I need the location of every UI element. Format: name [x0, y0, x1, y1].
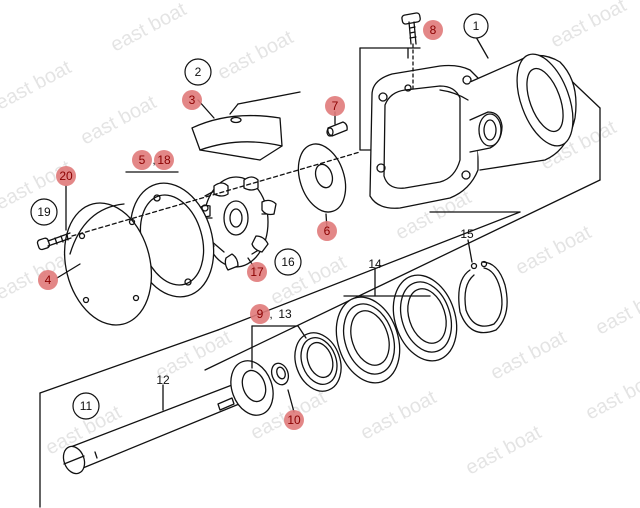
callout-label: 10 [287, 413, 301, 427]
callout-17: 17 [247, 262, 267, 282]
highlight-dot [182, 90, 202, 110]
washer-6 [297, 143, 347, 213]
callout-11: 11 [72, 392, 100, 420]
highlight-dot [284, 410, 304, 430]
impeller-17 [197, 176, 277, 271]
watermark-text: east boat [214, 26, 297, 84]
callout-1: 1 [463, 13, 489, 39]
watermark-text: east boat [77, 91, 160, 149]
callout-label: 18 [157, 153, 171, 167]
callout-label: 3 [189, 93, 196, 107]
callout-15-label: 15 [460, 227, 474, 241]
bearing-10 [230, 360, 290, 416]
callout-label: 20 [59, 169, 73, 183]
cover-plate-4 [63, 202, 153, 326]
callout-16: 16 [274, 248, 302, 276]
highlight-dot [38, 270, 58, 290]
callout-12-label: 12 [156, 373, 170, 387]
screw-8 [401, 12, 421, 91]
watermark-text: east boat [107, 0, 190, 56]
callout-label: 11 [80, 399, 93, 413]
highlight-dot [247, 262, 267, 282]
callout-label: 7 [332, 99, 339, 113]
callout-label: 4 [45, 273, 52, 287]
leader-lines [56, 36, 489, 413]
callout-label: 2 [195, 65, 202, 79]
callout-2: 2 [184, 58, 212, 86]
callout-5: 5 [132, 150, 152, 170]
callout-8: 8 [423, 20, 443, 40]
callout-circle [274, 248, 302, 276]
callout-label: 17 [250, 265, 264, 279]
callout-label: 19 [37, 205, 51, 219]
axis-line [71, 151, 361, 237]
callout-18: 18 [154, 150, 174, 170]
callout-13-label: 13 [278, 307, 292, 321]
callout-label: 1 [473, 19, 480, 33]
callout-20: 20 [56, 166, 76, 186]
callout-6: 6 [317, 221, 337, 241]
callout-label: 8 [430, 23, 437, 37]
seal-9-13 [294, 332, 342, 392]
cam-3 [191, 114, 283, 161]
watermark-text: east boat [487, 326, 570, 384]
watermark-text: east boat [512, 221, 595, 279]
callout-10: 10 [284, 410, 304, 430]
retaining-ring-15 [458, 260, 508, 334]
screw-20 [36, 232, 72, 251]
highlight-dot [317, 221, 337, 241]
watermark-text: east boat [462, 421, 545, 479]
callout-label: 6 [324, 224, 331, 238]
callout-14-label: 14 [368, 257, 382, 271]
callout-3: 3 [182, 90, 202, 110]
callout-circle [463, 13, 489, 39]
pin-7 [326, 121, 348, 137]
callout-19: 19 [30, 198, 58, 226]
callout-circle [184, 58, 212, 86]
callout-7: 7 [325, 96, 345, 116]
highlight-dot [154, 150, 174, 170]
bearings-14 [335, 274, 458, 384]
callout-label: 9 [257, 307, 264, 321]
watermark-text: east boat [582, 366, 640, 424]
highlight-dot [250, 304, 270, 324]
callout-label: 16 [281, 255, 295, 269]
pump-housing [369, 53, 577, 209]
watermark-text: east boat [357, 386, 440, 444]
watermark-text: east boat [547, 0, 630, 52]
watermark-text: east boat [592, 281, 640, 339]
callout-circle [72, 392, 100, 420]
watermark-text: east boat [0, 56, 75, 114]
highlight-dot [423, 20, 443, 40]
callout-circle [30, 198, 58, 226]
highlight-dot [132, 150, 152, 170]
callout-label: 5 [139, 153, 146, 167]
highlight-dot [325, 96, 345, 116]
callout-9: 9 [250, 304, 270, 324]
callout-separator: , [269, 307, 272, 321]
callout-4: 4 [38, 270, 58, 290]
highlight-dot [56, 166, 76, 186]
